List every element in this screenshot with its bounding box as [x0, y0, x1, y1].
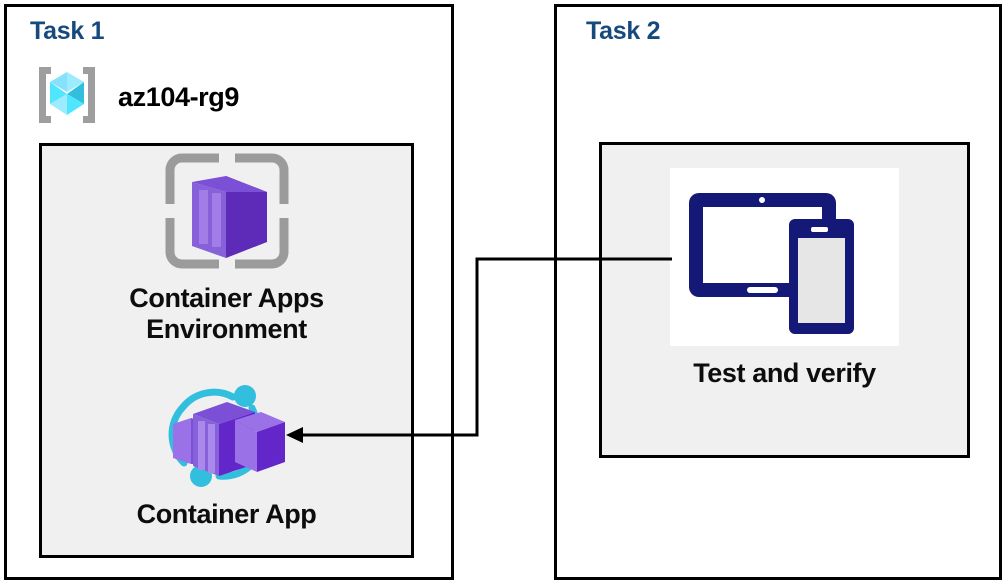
container-apps-environment-item: Container Apps Environment [39, 150, 414, 346]
resource-group-name: az104-rg9 [118, 82, 239, 112]
task-1-title: Task 1 [30, 17, 105, 45]
resource-group-icon [30, 58, 104, 137]
test-and-verify-devices-icon [670, 168, 899, 346]
container-app-label: Container App [136, 499, 317, 529]
resource-group-header: az104-rg9 [30, 58, 239, 137]
test-and-verify-label: Test and verify [693, 358, 876, 388]
container-app-icon [157, 380, 297, 493]
container-apps-environment-icon [162, 150, 292, 277]
container-app-item: Container App [39, 380, 414, 530]
container-apps-environment-label: Container Apps Environment [129, 283, 324, 345]
task-2-title: Task 2 [586, 17, 661, 45]
test-and-verify-item: Test and verify [599, 168, 970, 389]
